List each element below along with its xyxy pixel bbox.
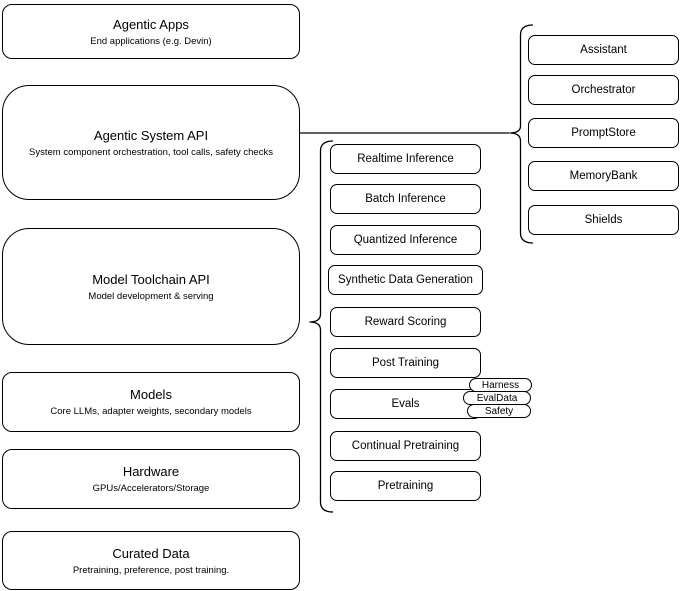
box-agentic-system-api: Agentic System API System component orch… xyxy=(2,85,300,200)
box-subtitle: System component orchestration, tool cal… xyxy=(29,146,273,158)
middle-curly-bracket xyxy=(309,140,334,513)
box-agentic-apps: Agentic Apps End applications (e.g. Devi… xyxy=(2,4,300,59)
box-models: Models Core LLMs, adapter weights, secon… xyxy=(2,372,300,432)
component-label: Reward Scoring xyxy=(364,315,447,328)
component-quantized-inference: Quantized Inference xyxy=(330,225,481,255)
badge-evaldata: EvalData xyxy=(463,391,531,405)
component-post-training: Post Training xyxy=(330,348,481,378)
box-subtitle: GPUs/Accelerators/Storage xyxy=(92,483,210,494)
component-label: PromptStore xyxy=(571,126,636,139)
box-title: Curated Data xyxy=(112,545,190,561)
component-batch-inference: Batch Inference xyxy=(330,184,481,214)
badge-label: EvalData xyxy=(476,392,518,404)
component-label: Post Training xyxy=(371,356,440,369)
component-label: Assistant xyxy=(580,43,627,56)
box-title: Agentic Apps xyxy=(113,16,189,32)
component-label: MemoryBank xyxy=(569,169,638,182)
component-continual-pretraining: Continual Pretraining xyxy=(330,431,481,461)
component-evals: Evals xyxy=(330,389,481,419)
component-label: Quantized Inference xyxy=(353,233,458,246)
component-promptstore: PromptStore xyxy=(528,118,679,148)
box-subtitle: End applications (e.g. Devin) xyxy=(90,35,212,47)
badge-harness: Harness xyxy=(469,378,532,392)
component-label: Synthetic Data Generation xyxy=(338,273,473,286)
component-label: Realtime Inference xyxy=(357,152,454,165)
component-label: Pretraining xyxy=(377,479,434,492)
component-label: Batch Inference xyxy=(365,192,446,205)
component-shields: Shields xyxy=(528,205,679,235)
component-label: Continual Pretraining xyxy=(351,439,460,452)
badge-label: Harness xyxy=(481,379,520,391)
component-orchestrator: Orchestrator xyxy=(528,75,679,105)
component-reward-scoring: Reward Scoring xyxy=(330,307,481,337)
box-subtitle: Core LLMs, adapter weights, secondary mo… xyxy=(50,406,252,417)
component-pretraining: Pretraining xyxy=(330,471,481,501)
component-memorybank: MemoryBank xyxy=(528,161,679,191)
box-title: Models xyxy=(130,387,172,402)
badge-safety: Safety xyxy=(467,404,531,418)
right-curly-bracket xyxy=(509,24,534,244)
box-title: Hardware xyxy=(122,464,180,479)
box-curated-data: Curated Data Pretraining, preference, po… xyxy=(2,531,300,590)
box-model-toolchain-api: Model Toolchain API Model development & … xyxy=(2,228,300,345)
component-synthetic-data-generation: Synthetic Data Generation xyxy=(328,265,483,295)
box-title: Model Toolchain API xyxy=(92,271,210,287)
box-title: Agentic System API xyxy=(93,127,209,143)
component-label: Orchestrator xyxy=(571,83,636,96)
component-label: Evals xyxy=(391,397,420,410)
component-assistant: Assistant xyxy=(528,35,679,65)
box-subtitle: Model development & serving xyxy=(88,290,214,302)
component-realtime-inference: Realtime Inference xyxy=(330,144,481,174)
box-subtitle: Pretraining, preference, post training. xyxy=(72,564,230,576)
component-label: Shields xyxy=(584,213,623,226)
badge-label: Safety xyxy=(484,405,514,417)
box-hardware: Hardware GPUs/Accelerators/Storage xyxy=(2,449,300,509)
